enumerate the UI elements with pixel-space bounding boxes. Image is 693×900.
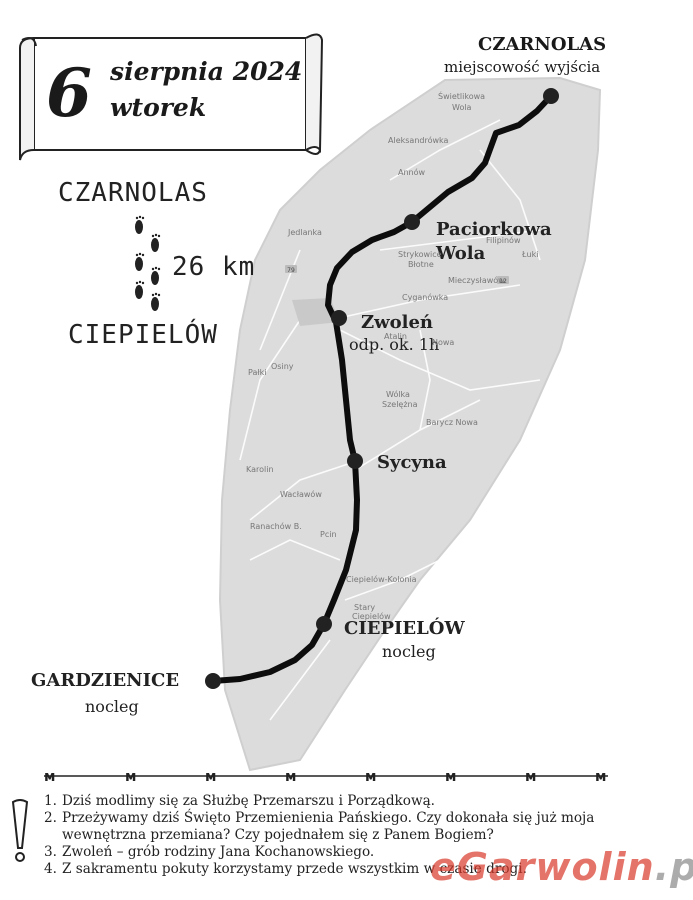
stop-dot-czarnolas — [543, 88, 559, 104]
town-label: Karolin — [246, 465, 274, 474]
summary-distance: 26 km — [172, 252, 256, 282]
stop-label-paciorkowa: Paciorkowa — [436, 219, 552, 240]
town-label: Szelężna — [382, 400, 418, 409]
note-text: Z sakramentu pokuty korzystamy przede ws… — [62, 861, 527, 877]
start-subtitle: miejscowość wyjścia — [444, 58, 601, 76]
stop-note-ciepielow: nocleg — [382, 642, 436, 661]
town-label: Ranachów B. — [250, 522, 302, 531]
notes-list: 1. Dziś modlimy się za Służbę Przemarszu … — [44, 793, 644, 878]
stop-dot-ciepielow — [316, 616, 332, 632]
town-label: Ciepielów — [352, 612, 391, 621]
town-label: Błotne — [408, 260, 434, 269]
note-item: 4. Z sakramentu pokuty korzystamy przede … — [44, 861, 644, 878]
road-badge-79: 79 — [287, 267, 295, 274]
summary-from: CZARNOLAS — [58, 178, 208, 208]
svg-text:м: м — [125, 769, 136, 785]
stop-note-gardzienice: nocleg — [85, 697, 139, 716]
date-day: 6 — [46, 54, 92, 132]
stop-note-zwolen: odp. ok. 1h — [349, 335, 440, 354]
note-number: 1. — [44, 793, 57, 809]
stop-label-ciepielow: CIEPIELÓW — [344, 618, 465, 639]
date-month-year: sierpnia 2024 — [110, 57, 303, 86]
stop-label-zwolen: Zwoleń — [361, 312, 434, 333]
stop-dot-zwolen — [331, 310, 347, 326]
note-text: Zwoleń – grób rodziny Jana Kochanowskieg… — [62, 844, 375, 860]
town-label: Annów — [398, 168, 426, 177]
town-label: Cyganówka — [402, 293, 449, 302]
town-label: Wola — [452, 103, 472, 112]
svg-text:м: м — [44, 769, 55, 785]
town-label: Nowa — [432, 338, 455, 347]
stop-dot-sycyna — [347, 453, 363, 469]
town-label: Ciepielów-Kolonia — [346, 575, 417, 584]
note-number: 4. — [44, 861, 57, 877]
note-item: 2. Przeżywamy dziś Święto Przemienienia P… — [44, 810, 644, 844]
town-label: Filipinów — [486, 236, 521, 245]
map-land-area — [218, 76, 602, 772]
town-label: Osiny — [271, 362, 294, 371]
town-label: Wólka — [386, 390, 410, 399]
svg-text:м: м — [525, 769, 536, 785]
town-label: Mieczysławów — [448, 276, 505, 285]
town-label: Barycz Nowa — [426, 418, 478, 427]
stop-label-wola: Wola — [436, 243, 486, 264]
exclamation-icon — [11, 799, 29, 862]
town-label: Atalin — [384, 332, 407, 341]
town-label: Pcin — [320, 530, 337, 539]
summary-to: CIEPIELÓW — [68, 320, 218, 350]
note-text: Dziś modlimy się za Służbę Przemarszu i … — [62, 793, 436, 809]
note-number: 2. — [44, 810, 57, 826]
svg-text:м: м — [595, 769, 606, 785]
town-label: Wacławów — [280, 490, 322, 499]
date-banner — [19, 33, 324, 161]
town-label: Aleksandrówka — [388, 136, 449, 145]
stop-dot-gardzienice — [205, 673, 221, 689]
road-badge-12b: 12 — [499, 278, 507, 285]
town-label: Świetlikowa — [438, 92, 486, 101]
svg-text:м: м — [285, 769, 296, 785]
stop-dot-paciorkowa-wola — [404, 214, 420, 230]
svg-text:м: м — [365, 769, 376, 785]
town-label: Jedlanka — [288, 228, 322, 237]
note-item: 3. Zwoleń – grób rodziny Jana Kochanowski… — [44, 844, 644, 861]
stop-label-sycyna: Sycyna — [377, 452, 447, 473]
note-text: Przeżywamy dziś Święto Przemienienia Pań… — [62, 810, 595, 843]
note-item: 1. Dziś modlimy się za Służbę Przemarszu … — [44, 793, 644, 810]
note-number: 3. — [44, 844, 57, 860]
minor-roads — [239, 119, 541, 721]
town-label: Strykowice — [398, 250, 442, 259]
start-name: CZARNOLAS — [478, 34, 607, 55]
date-weekday: wtorek — [110, 93, 207, 122]
watermark-domain: .pl — [654, 845, 693, 889]
svg-text:м: м — [445, 769, 456, 785]
town-label: Łuki — [522, 250, 539, 259]
town-label: Pałki — [248, 368, 267, 377]
watermark-main: eGarwolin — [430, 845, 655, 889]
town-label: Stary — [354, 603, 376, 612]
svg-text:м: м — [205, 769, 216, 785]
stop-label-gardzienice: GARDZIENICE — [31, 670, 180, 691]
watermark-logo: eGarwolin.pl — [430, 845, 693, 889]
footprints-icon — [135, 215, 161, 311]
